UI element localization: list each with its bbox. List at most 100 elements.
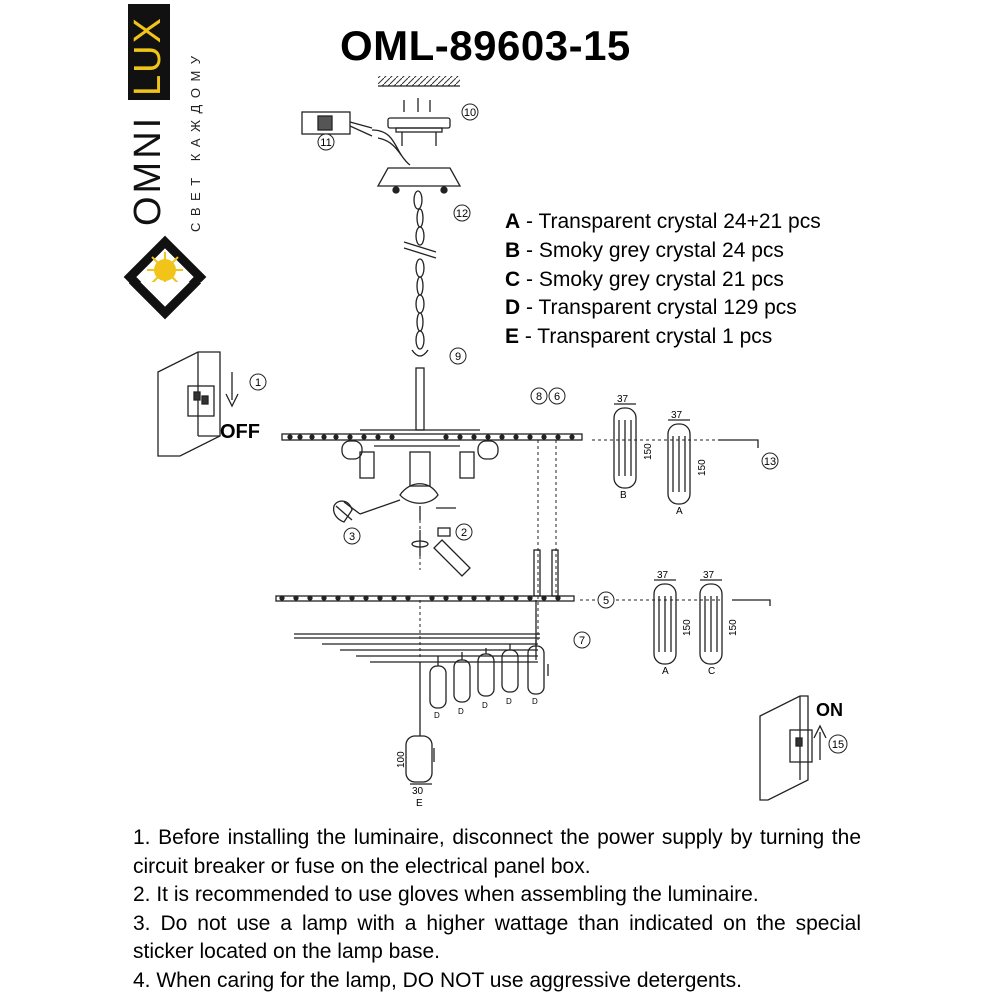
svg-text:D: D	[458, 707, 464, 716]
svg-text:37: 37	[617, 394, 629, 405]
logo-emblem-icon	[123, 235, 207, 320]
switch-box-on	[759, 695, 813, 801]
middle-ring-hooks	[279, 595, 561, 601]
legend-text: - Smoky grey crystal 24 pcs	[520, 239, 784, 262]
crystal-c-detail	[699, 579, 723, 665]
svg-text:150: 150	[697, 459, 708, 476]
step-badge-3: 3	[343, 527, 361, 545]
svg-text:A: A	[676, 506, 683, 517]
upper-ring	[281, 429, 583, 441]
legend-row-a: A - Transparent crystal 24+21 pcs	[505, 210, 821, 234]
svg-text:C: C	[708, 666, 715, 677]
note-item: 3. Do not use a lamp with a higher watta…	[133, 911, 861, 964]
suspension-rod	[533, 549, 541, 597]
crystals-d	[429, 640, 545, 709]
pliers-icon	[332, 500, 353, 523]
middle-ring	[275, 595, 575, 602]
dimension-labels: 37 150 B 37 150 A 37 150 A 37 150 C D D …	[396, 394, 739, 809]
light-bulb	[433, 527, 471, 577]
svg-text:1: 1	[255, 377, 261, 389]
crystal-a-detail-top	[667, 419, 691, 505]
step-badge-7: 7	[573, 631, 591, 649]
legend-row-e: E - Transparent crystal 1 pcs	[505, 325, 772, 349]
svg-text:8: 8	[536, 391, 542, 403]
note-item: 2. It is recommended to use gloves when …	[133, 883, 759, 906]
omnilux-logo: LUX OMNI СВЕТ КАЖДОМУ	[123, 4, 207, 320]
step-badge-15: 15	[828, 734, 848, 754]
hook-detail	[718, 439, 771, 606]
step-badge-12: 12	[453, 204, 471, 222]
lower-stepped-rings	[294, 600, 540, 663]
crystal-a-detail-mid	[653, 579, 677, 665]
model-title: OML-89603-15	[340, 22, 631, 69]
logo-omni-text: OMNI	[127, 115, 169, 226]
supply-wires	[371, 129, 411, 166]
crystal-b-detail	[613, 403, 637, 489]
assembly-drawing: 1 2 3 5 6 7 8 9 10 11 12 13 15 OFF ON 37…	[157, 76, 848, 809]
legend-text: - Transparent crystal 1 pcs	[519, 325, 773, 348]
legend-row-c: C - Smoky grey crystal 21 pcs	[505, 268, 784, 292]
step-badges: 1 2 3 5 6 7 8 9 10 11 12 13 15	[249, 103, 848, 754]
arrow-up-icon	[813, 724, 827, 760]
svg-text:11: 11	[320, 137, 331, 149]
step-badge-10: 10	[461, 103, 479, 121]
chain	[403, 190, 437, 357]
legend-key: B	[505, 239, 521, 262]
step-badge-1: 1	[249, 373, 267, 391]
svg-text:100: 100	[396, 751, 407, 768]
lamp-holders	[341, 440, 499, 487]
legend-row-b: B - Smoky grey crystal 24 pcs	[505, 239, 784, 263]
logo-lux-text: LUX	[127, 16, 169, 96]
suspension-rod	[551, 549, 559, 597]
svg-text:B: B	[620, 490, 627, 501]
svg-text:150: 150	[728, 619, 739, 636]
upper-ring-hooks	[287, 434, 575, 440]
guide-lines	[419, 439, 720, 660]
svg-text:E: E	[416, 798, 423, 809]
legend-key: C	[505, 268, 521, 291]
svg-text:150: 150	[643, 443, 654, 460]
svg-text:37: 37	[671, 410, 683, 421]
svg-text:6: 6	[554, 391, 560, 403]
svg-text:5: 5	[603, 595, 609, 607]
legend-text: - Transparent crystal 24+21 pcs	[520, 210, 821, 233]
terminal-block	[301, 111, 373, 137]
logo-lux-box	[128, 4, 170, 100]
wire-connector	[335, 483, 456, 521]
legend-key: A	[505, 210, 521, 233]
svg-text:37: 37	[703, 570, 715, 581]
svg-text:D: D	[482, 701, 488, 710]
arrow-down-icon	[225, 372, 239, 408]
step-badge-8: 8	[530, 387, 548, 405]
step-badge-5: 5	[597, 591, 615, 609]
note-item: 4. When caring for the lamp, DO NOT use …	[133, 968, 742, 992]
svg-text:30: 30	[412, 786, 424, 797]
svg-text:7: 7	[579, 635, 585, 647]
legend-key: D	[505, 296, 521, 319]
svg-text:A: A	[662, 666, 669, 677]
safety-notes: 1. Before installing the luminaire, disc…	[133, 824, 861, 995]
logo-slogan-text: СВЕТ КАЖДОМУ	[188, 49, 203, 232]
svg-text:15: 15	[832, 739, 844, 751]
ceiling-hatch	[378, 76, 460, 86]
svg-text:10: 10	[464, 107, 476, 119]
step-badge-13: 13	[761, 452, 779, 470]
step-badge-6: 6	[548, 387, 566, 405]
step-badge-11: 11	[317, 133, 335, 151]
svg-text:37: 37	[657, 570, 669, 581]
legend-row-d: D - Transparent crystal 129 pcs	[505, 296, 797, 320]
legend-text: - Smoky grey crystal 21 pcs	[520, 268, 784, 291]
svg-text:150: 150	[682, 619, 693, 636]
off-label: OFF	[220, 421, 260, 443]
svg-text:9: 9	[455, 351, 461, 363]
svg-text:2: 2	[461, 527, 467, 539]
mounting-bracket	[387, 117, 451, 146]
on-label: ON	[816, 700, 843, 720]
canopy	[376, 167, 462, 187]
switch-box-off	[157, 351, 221, 457]
svg-text:D: D	[506, 697, 512, 706]
svg-text:D: D	[532, 697, 538, 706]
step-badge-2: 2	[455, 523, 473, 541]
step-badge-9: 9	[449, 347, 467, 365]
note-item: 1. Before installing the luminaire, disc…	[133, 826, 861, 878]
